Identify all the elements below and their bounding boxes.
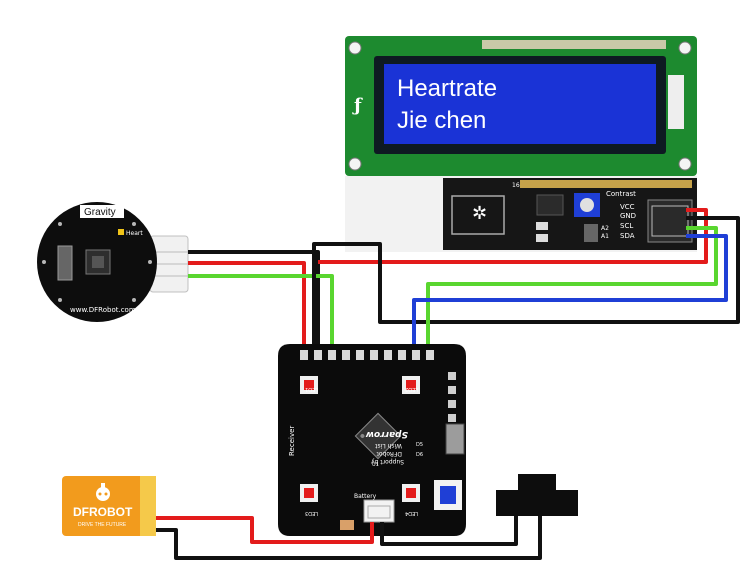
- dfrobot-logo-icon: ƒ: [352, 95, 363, 116]
- lcd-backlight: [668, 75, 684, 129]
- rf-chip: [440, 486, 456, 504]
- d-label: D5: [416, 442, 423, 448]
- addr-a1-label: A1: [601, 233, 609, 240]
- pin-sda-label: SDA: [620, 232, 635, 240]
- i2c-backpack: ✲ Contrast 16 VCC GND SCL SDA A2 A1: [345, 176, 697, 252]
- wishlist-label: Wish List: [375, 442, 402, 449]
- battery: DFROBOT DRIVE THE FUTURE: [62, 476, 156, 536]
- battery-wire-black: [156, 516, 542, 560]
- mount-hole: [348, 157, 362, 171]
- mount-hole: [348, 41, 362, 55]
- heart-led: [118, 229, 124, 235]
- gravity-badge: [80, 205, 124, 218]
- sensor-url: www.DFRobot.com: [70, 306, 136, 314]
- sensor-wire-green: [188, 274, 334, 356]
- sensor-wire-black: [188, 250, 320, 356]
- gravity-label: Gravity: [84, 207, 116, 218]
- i2c-connector: [451, 195, 505, 235]
- heart-rate-sensor: Gravity Heart www.DFRobot.com: [37, 202, 189, 322]
- dfrobot-label: DFRobot: [376, 450, 402, 457]
- usb-port-icon: [445, 423, 465, 455]
- receiver-label: Receiver: [288, 426, 296, 456]
- lcd-wire-blue: [412, 234, 728, 356]
- pin-vcc-label: VCC: [620, 203, 635, 211]
- receiver-text-group: Receiver: [288, 426, 296, 456]
- battery-wire-red: [156, 516, 374, 544]
- mcu-chip: [354, 412, 402, 460]
- power-wires: [156, 516, 542, 560]
- switch-wire-black: [380, 516, 518, 546]
- lcd-line-2: Jie chen: [397, 107, 486, 134]
- heart-label: Heart: [126, 230, 143, 237]
- i2c-port-inner: [651, 205, 689, 237]
- sensor-wires: [188, 250, 334, 356]
- battery-brand: DFROBOT: [73, 505, 133, 519]
- header-mark: 16: [512, 182, 520, 189]
- led-text-group-3: LED3: [305, 510, 318, 516]
- lcd-wires: [312, 208, 740, 356]
- d-label-2: D6: [416, 452, 423, 458]
- contrast-knob: [580, 198, 594, 212]
- optical-window: [92, 256, 104, 268]
- toggle-switch: [496, 474, 578, 516]
- battery-body: [62, 476, 156, 536]
- led2-label: LED2: [405, 386, 418, 392]
- pin-gnd-label: GND: [620, 212, 636, 220]
- mount-hole: [678, 157, 692, 171]
- switch-icon: [57, 245, 73, 281]
- led-text-group-2: LED2: [405, 386, 418, 392]
- lcd-header-pins: [482, 40, 666, 49]
- controller-pin-row: [300, 350, 434, 360]
- pin-scl-label: SCL: [620, 222, 633, 230]
- led-text-group-4: LED4: [405, 510, 418, 516]
- mount-hole: [678, 41, 692, 55]
- lcd-line-1: Heartrate: [397, 75, 497, 102]
- lcd-module: Heartrate Jie chen ƒ: [345, 36, 697, 176]
- support-label: Support by: [371, 458, 404, 465]
- led1-label: LED1: [305, 386, 318, 392]
- sensor-wire-red: [188, 261, 306, 356]
- sparrow-controller: Receiver Support by DFRobot Wish List Sp…: [278, 344, 466, 536]
- battery-label: Battery: [354, 493, 377, 500]
- gear-icon: ✲: [472, 203, 487, 223]
- dfrobot-logo-icon: [96, 483, 110, 501]
- i2c-header-pins: [520, 180, 692, 188]
- u1-label: U1: [372, 462, 379, 468]
- cap: [340, 520, 354, 530]
- addr-jumpers: [584, 224, 598, 242]
- sparrow-label: Sparrow: [365, 429, 408, 439]
- contrast-label: Contrast: [606, 190, 636, 198]
- battery-edge: [140, 476, 156, 536]
- led4-label: LED4: [405, 510, 418, 516]
- resistor: [536, 234, 548, 242]
- chip-icon: [536, 194, 564, 216]
- led3-label: LED3: [305, 510, 318, 516]
- side-pin-column: [448, 372, 456, 422]
- battery-tagline: DRIVE THE FUTURE: [78, 522, 127, 528]
- addr-a2-label: A2: [601, 225, 609, 232]
- lcd-screen: [384, 64, 656, 144]
- switch-body: [496, 490, 578, 516]
- lcd-wire-black: [312, 216, 740, 356]
- sensor-pads: [42, 222, 152, 302]
- resistor: [536, 222, 548, 230]
- switch-lever: [518, 474, 556, 492]
- i2c-gravity-port: [647, 199, 693, 243]
- controller-title-group: Support by DFRobot Wish List Sparrow: [365, 429, 408, 465]
- led-text-group: LED1: [305, 386, 318, 392]
- lcd-wire-green: [426, 226, 718, 356]
